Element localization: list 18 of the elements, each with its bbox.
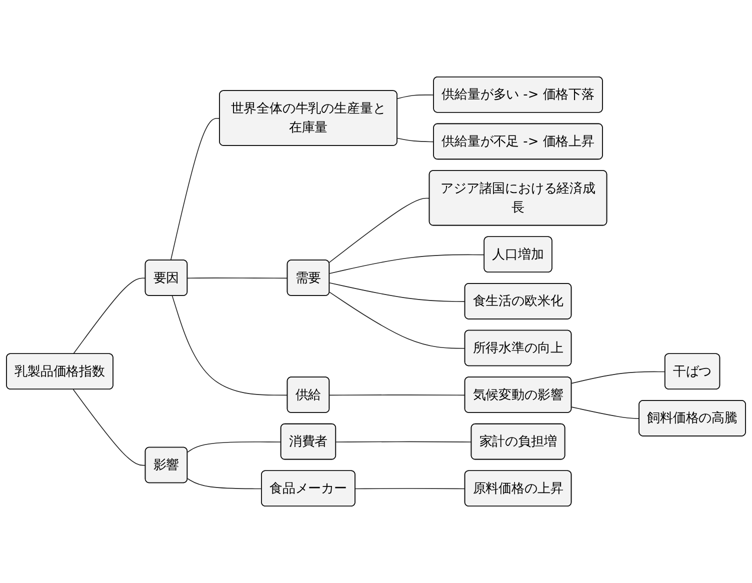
connector	[187, 478, 262, 490]
connector	[187, 441, 282, 453]
connector	[329, 254, 485, 274]
connector	[329, 282, 466, 302]
connector	[336, 441, 472, 442]
connector	[187, 278, 288, 279]
connector	[170, 118, 220, 261]
connector	[396, 94, 434, 100]
connector	[172, 296, 288, 396]
connector	[72, 278, 146, 354]
connector	[571, 406, 640, 419]
connector	[328, 198, 430, 263]
connector	[396, 138, 434, 142]
connector	[329, 394, 466, 396]
connector	[571, 371, 666, 384]
connector	[355, 488, 466, 490]
connector	[329, 292, 466, 349]
connector	[72, 389, 146, 466]
